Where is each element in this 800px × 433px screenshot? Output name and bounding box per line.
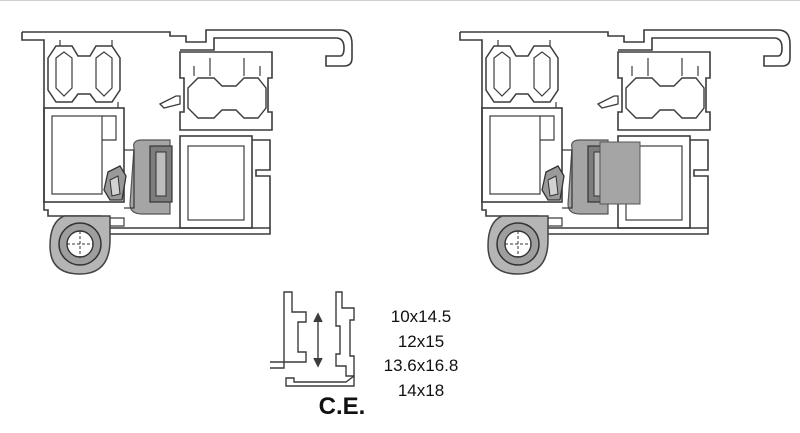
section-left (21, 29, 353, 275)
size-item: 12x15 (397, 331, 445, 351)
section-right (459, 29, 791, 275)
profile-size-list: 10x14.5 12x15 13.6x16.8 14x18 (366, 305, 476, 403)
detail-bottom-rail (285, 374, 355, 387)
profile-label: C.E. (318, 393, 366, 420)
size-item: 14x18 (397, 380, 445, 400)
detail-right-channel (335, 291, 355, 377)
top-border-line (0, 0, 800, 1)
profile-detail (270, 291, 355, 387)
size-item: 10x14.5 (390, 307, 452, 326)
gasket-extra (599, 141, 641, 205)
size-item: 13.6x16.8 (383, 356, 459, 375)
detail-left-channel (283, 291, 307, 363)
